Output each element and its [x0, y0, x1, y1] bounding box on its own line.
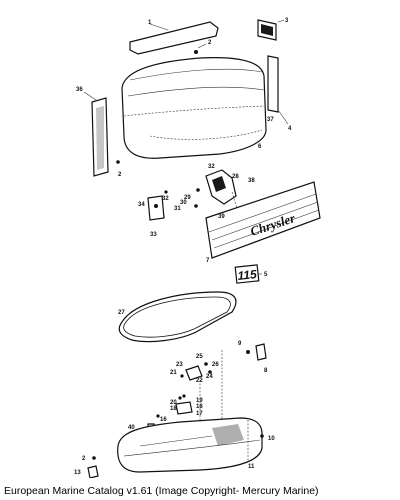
callout-40: 40 — [128, 425, 135, 431]
callout-26: 26 — [212, 362, 219, 368]
callout-18a: 18 — [170, 406, 177, 412]
callout-10: 10 — [268, 436, 275, 442]
callout-8: 8 — [264, 368, 268, 374]
callout-23: 23 — [176, 362, 183, 368]
callout-29: 29 — [184, 195, 191, 201]
callout-6: 6 — [258, 144, 262, 150]
callout-22: 22 — [196, 378, 203, 384]
callout-39: 39 — [218, 214, 225, 220]
callout-37: 37 — [267, 117, 274, 123]
callout-2b: 2 — [118, 172, 122, 178]
part-side-trim — [267, 55, 289, 125]
part-latch-clip — [246, 343, 267, 361]
part-small-hardware — [180, 350, 223, 430]
part-lower-latch — [175, 394, 193, 415]
screw-icon — [194, 43, 207, 54]
part-top-cover-strip — [129, 21, 219, 55]
callout-33: 33 — [150, 232, 157, 238]
callout-18b: 18 — [196, 404, 203, 410]
callout-31: 31 — [174, 206, 181, 212]
part-top-cowl — [121, 57, 267, 159]
callout-17: 17 — [196, 411, 203, 417]
callout-32b: 32 — [162, 196, 169, 202]
callout-7: 7 — [206, 258, 210, 264]
exploded-parts-diagram: Chrysler 115 — [74, 18, 321, 478]
image-caption: European Marine Catalog v1.61 (Image Cop… — [4, 485, 319, 497]
part-clip-left — [87, 456, 99, 478]
callout-19: 19 — [196, 398, 203, 404]
part-model-decal — [234, 264, 262, 284]
callout-2a: 2 — [208, 40, 212, 46]
callout-36: 36 — [76, 87, 83, 93]
callout-32a: 32 — [208, 164, 215, 170]
callout-24: 24 — [206, 374, 213, 380]
decal-model-text: 115 — [237, 267, 258, 283]
callout-11: 11 — [248, 464, 255, 470]
part-decal-panel — [205, 181, 321, 259]
callout-28: 28 — [232, 174, 239, 180]
callout-5: 5 — [264, 272, 268, 278]
part-gasket-seal — [118, 291, 237, 343]
callout-38: 38 — [248, 178, 255, 184]
callout-1: 1 — [148, 20, 152, 26]
callout-25: 25 — [196, 354, 203, 360]
callout-30: 30 — [180, 200, 187, 206]
callout-34: 34 — [138, 202, 145, 208]
part-side-panel — [83, 91, 109, 177]
screw-icon — [116, 160, 120, 164]
callout-13: 13 — [74, 470, 81, 476]
callout-27: 27 — [118, 310, 125, 316]
part-bottom-cowl — [117, 417, 264, 473]
part-bracket — [147, 190, 168, 221]
callout-16: 16 — [160, 417, 167, 423]
callout-20: 20 — [170, 400, 177, 406]
callout-4: 4 — [288, 126, 292, 132]
callout-2c: 2 — [82, 456, 86, 462]
callout-3: 3 — [285, 18, 289, 24]
part-latch-bracket — [257, 19, 285, 41]
callout-9: 9 — [238, 341, 242, 347]
callout-21: 21 — [170, 370, 177, 376]
